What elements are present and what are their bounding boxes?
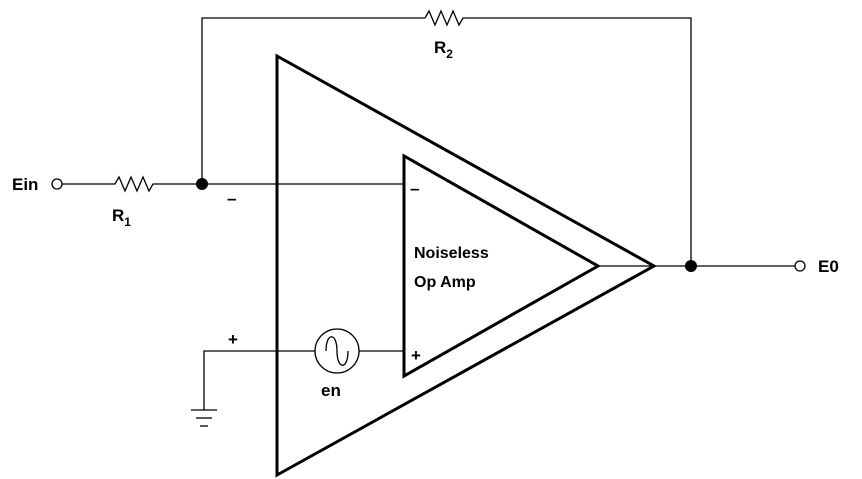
noise-source-label: en	[321, 381, 341, 400]
input-label: Ein	[12, 175, 38, 194]
outer-minus-sign: –	[227, 189, 236, 208]
r1-label-sub: 1	[124, 215, 131, 229]
r1-label-main: R	[112, 206, 124, 225]
inner-opamp-label-line1: Noiseless	[414, 245, 489, 262]
r2-label: R2	[434, 38, 453, 61]
ground-wire	[203, 350, 315, 410]
output-label: E0	[818, 257, 839, 276]
output-terminal	[794, 260, 806, 272]
inner-opamp-triangle	[402, 153, 602, 379]
r1-label: R1	[112, 206, 131, 229]
inner-minus-sign: –	[410, 179, 419, 198]
r2-label-sub: 2	[446, 47, 453, 61]
r2-label-main: R	[434, 38, 446, 57]
feedback-path-left	[201, 17, 425, 184]
input-terminal	[51, 178, 63, 190]
noise-source-icon	[314, 328, 360, 374]
outer-plus-sign: +	[228, 330, 238, 349]
summing-node	[196, 178, 208, 190]
outer-opamp-triangle	[275, 53, 658, 478]
r1-resistor	[62, 175, 202, 193]
inner-plus-sign: +	[411, 346, 421, 365]
inner-opamp-label-line2: Op Amp	[414, 274, 476, 291]
ground-symbol	[191, 409, 217, 427]
r2-resistor	[424, 9, 692, 266]
